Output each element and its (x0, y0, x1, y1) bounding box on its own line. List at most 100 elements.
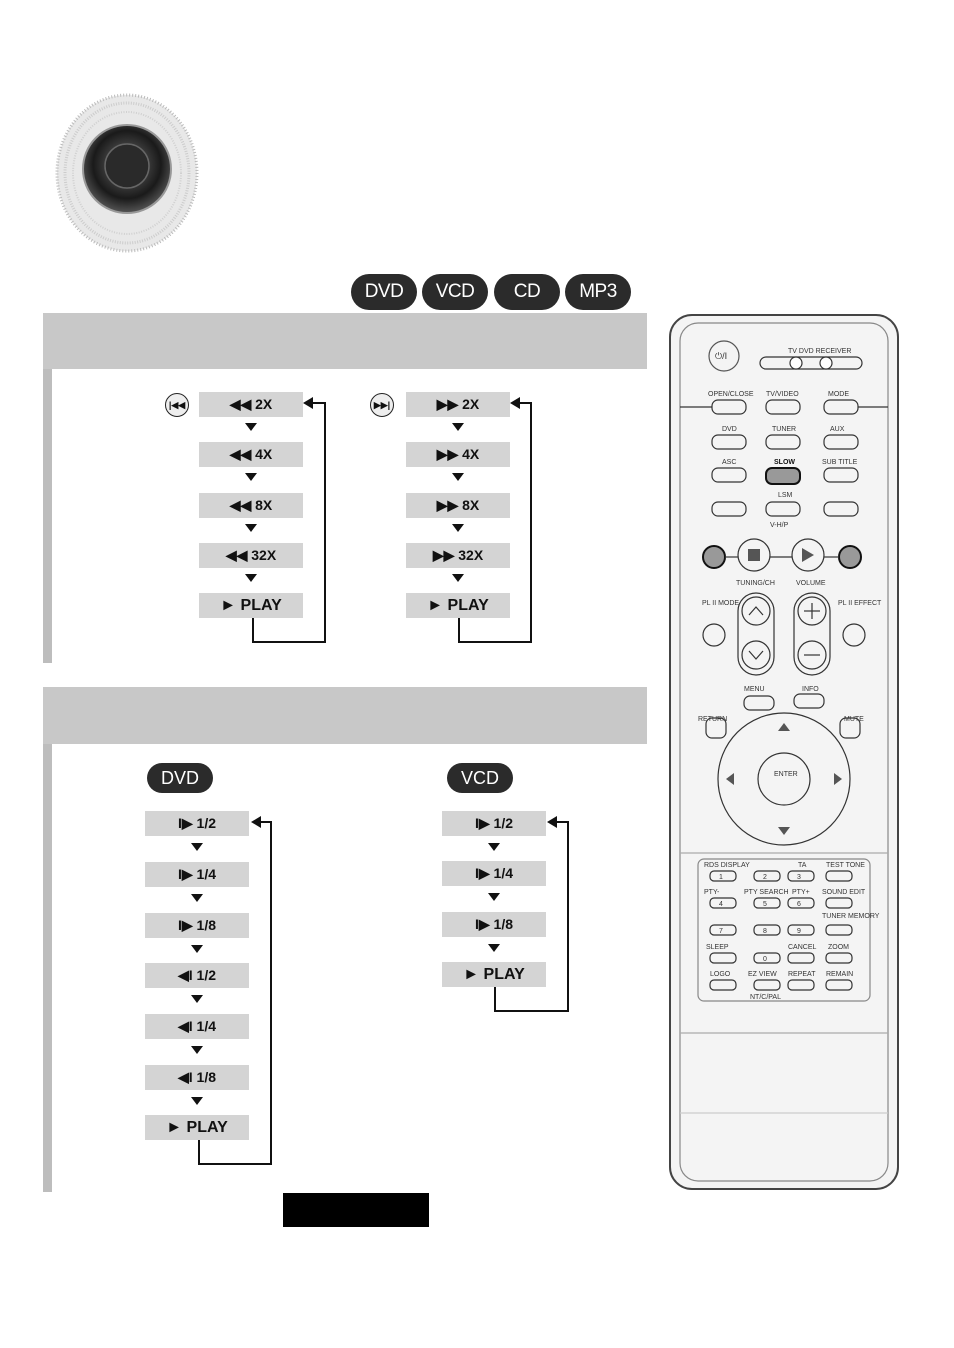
svg-text:TV/VIDEO: TV/VIDEO (766, 391, 799, 398)
dvd-slow-step: I▶ 1/2 (145, 811, 249, 836)
dvd-slow-play-step: ► PLAY (145, 1115, 249, 1140)
svg-text:ENTER: ENTER (774, 771, 798, 778)
svg-text:INFO: INFO (802, 686, 819, 693)
svg-text:7: 7 (719, 928, 723, 935)
rewind-step: ◀◀ 4X (199, 442, 303, 467)
forward-step: ▶▶ 32X (406, 543, 510, 568)
svg-text:RETURN: RETURN (698, 716, 727, 723)
down-arrow-icon (488, 944, 500, 952)
down-arrow-icon (488, 843, 500, 851)
svg-text:AUX: AUX (830, 426, 845, 433)
vcd-slow-badge: VCD (447, 763, 513, 793)
down-arrow-icon (245, 473, 257, 481)
svg-text:EZ VIEW: EZ VIEW (748, 971, 777, 978)
svg-text:RDS DISPLAY: RDS DISPLAY (704, 862, 750, 869)
search-section-rule (43, 369, 52, 663)
svg-text:TA: TA (798, 862, 807, 869)
down-arrow-icon (452, 423, 464, 431)
down-arrow-icon (191, 843, 203, 851)
svg-text:CANCEL: CANCEL (788, 944, 817, 951)
down-arrow-icon (452, 574, 464, 582)
forward-step: ▶▶ 2X (406, 392, 510, 417)
svg-text:LSM: LSM (778, 492, 793, 499)
down-arrow-icon (191, 1046, 203, 1054)
forward-play-step: ► PLAY (406, 593, 510, 618)
svg-text:8: 8 (763, 928, 767, 935)
svg-text:PTY+: PTY+ (792, 889, 810, 896)
svg-text:V-H/P: V-H/P (770, 522, 789, 529)
svg-text:PTY SEARCH: PTY SEARCH (744, 889, 789, 896)
rewind-step: ◀◀ 2X (199, 392, 303, 417)
svg-text:TEST TONE: TEST TONE (826, 862, 865, 869)
svg-text:REMAIN: REMAIN (826, 971, 853, 978)
page-number-bar (283, 1193, 429, 1227)
down-arrow-icon (245, 524, 257, 532)
dvd-slow-step: I▶ 1/8 (145, 913, 249, 938)
svg-text:MODE: MODE (828, 391, 849, 398)
slow-section-header (43, 687, 647, 744)
down-arrow-icon (191, 995, 203, 1003)
svg-text:SLOW: SLOW (774, 459, 795, 466)
cd-badge: CD (494, 274, 560, 310)
svg-text:TV DVD RECEIVER: TV DVD RECEIVER (788, 348, 851, 355)
svg-text:PTY-: PTY- (704, 889, 720, 896)
svg-text:TUNER: TUNER (772, 426, 796, 433)
rewind-play-step: ► PLAY (199, 593, 303, 618)
dvd-slow-step: ◀I 1/2 (145, 963, 249, 988)
svg-text:DVD: DVD (722, 426, 737, 433)
svg-text:9: 9 (797, 928, 801, 935)
svg-text:PL II EFFECT: PL II EFFECT (838, 600, 882, 607)
down-arrow-icon (452, 524, 464, 532)
svg-text:6: 6 (797, 901, 801, 908)
svg-text:OPEN/CLOSE: OPEN/CLOSE (708, 391, 754, 398)
vcd-slow-step: I▶ 1/4 (442, 861, 546, 886)
svg-text:1: 1 (719, 874, 723, 881)
down-arrow-icon (245, 574, 257, 582)
vcd-badge: VCD (422, 274, 488, 310)
search-section-header (43, 313, 647, 369)
svg-text:TUNING/CH: TUNING/CH (736, 580, 775, 587)
svg-text:NT/C/PAL: NT/C/PAL (750, 994, 781, 1001)
svg-text:LOGO: LOGO (710, 971, 731, 978)
dvd-slow-badge: DVD (147, 763, 213, 793)
svg-text:SUB TITLE: SUB TITLE (822, 459, 858, 466)
mp3-badge: MP3 (565, 274, 631, 310)
remote-control-illustration: ⏻/I TV DVD RECEIVER OPEN/CLOSE TV/VIDEO … (669, 314, 899, 1190)
down-arrow-icon (191, 945, 203, 953)
down-arrow-icon (452, 473, 464, 481)
dvd-slow-step: ◀I 1/4 (145, 1014, 249, 1039)
dvd-badge: DVD (351, 274, 417, 310)
svg-text:2: 2 (763, 874, 767, 881)
skip-back-icon: |◀◀ (165, 393, 189, 417)
svg-text:4: 4 (719, 901, 723, 908)
svg-text:TUNER MEMORY: TUNER MEMORY (822, 913, 880, 920)
svg-text:5: 5 (763, 901, 767, 908)
down-arrow-icon (191, 894, 203, 902)
forward-step: ▶▶ 8X (406, 493, 510, 518)
power-icon: ⏻/I (715, 351, 727, 361)
svg-text:MENU: MENU (744, 686, 765, 693)
down-arrow-icon (191, 1097, 203, 1105)
svg-text:REPEAT: REPEAT (788, 971, 816, 978)
disc-graphic (55, 93, 199, 253)
svg-text:VOLUME: VOLUME (796, 580, 826, 587)
svg-text:SLEEP: SLEEP (706, 944, 729, 951)
vcd-slow-play-step: ► PLAY (442, 962, 546, 987)
rewind-step: ◀◀ 32X (199, 543, 303, 568)
svg-text:ASC: ASC (722, 459, 736, 466)
svg-text:SOUND EDIT: SOUND EDIT (822, 889, 866, 896)
dvd-slow-step: ◀I 1/8 (145, 1065, 249, 1090)
dvd-slow-step: I▶ 1/4 (145, 862, 249, 887)
down-arrow-icon (245, 423, 257, 431)
svg-text:MUTE: MUTE (844, 716, 864, 723)
svg-text:3: 3 (797, 874, 801, 881)
vcd-slow-step: I▶ 1/2 (442, 811, 546, 836)
skip-forward-icon: ▶▶| (370, 393, 394, 417)
slow-section-rule (43, 744, 52, 1192)
forward-step: ▶▶ 4X (406, 442, 510, 467)
svg-text:PL II MODE: PL II MODE (702, 600, 739, 607)
svg-text:ZOOM: ZOOM (828, 944, 849, 951)
down-arrow-icon (488, 893, 500, 901)
rewind-step: ◀◀ 8X (199, 493, 303, 518)
vcd-slow-step: I▶ 1/8 (442, 912, 546, 937)
